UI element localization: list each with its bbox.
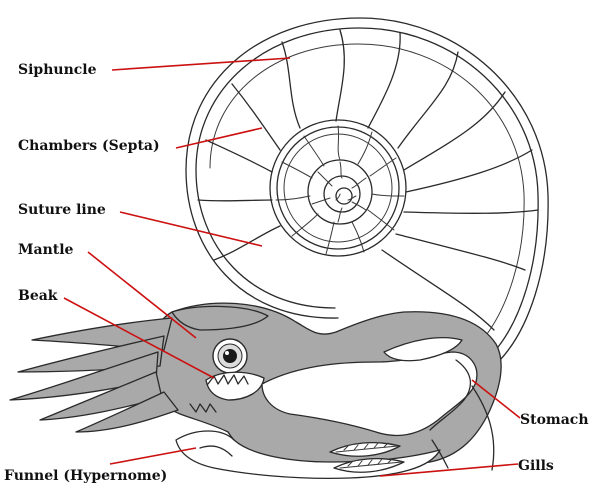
leader-chambers [175, 127, 263, 149]
leader-beak [63, 297, 215, 379]
label-siphuncle: Siphuncle [18, 62, 97, 78]
leader-lines [63, 57, 521, 477]
label-gills: Gills [518, 458, 554, 474]
label-suture-line: Suture line [18, 202, 106, 218]
label-beak: Beak [18, 288, 58, 304]
label-mantle: Mantle [18, 242, 74, 258]
leader-mantle [87, 251, 197, 339]
label-chambers: Chambers (Septa) [18, 138, 160, 154]
labels: Siphuncle Chambers (Septa) Suture line M… [4, 62, 589, 484]
leader-gills [379, 463, 519, 477]
leader-siphuncle [111, 57, 291, 71]
nautilus-body [9, 302, 502, 480]
label-stomach: Stomach [520, 412, 589, 428]
gills [329, 442, 405, 473]
leader-suture-line [119, 211, 263, 247]
label-funnel: Funnel (Hypernome) [4, 468, 167, 484]
leader-stomach [471, 379, 521, 419]
eye [212, 338, 248, 374]
leader-funnel [109, 447, 197, 465]
stomach-cavity [261, 351, 478, 437]
